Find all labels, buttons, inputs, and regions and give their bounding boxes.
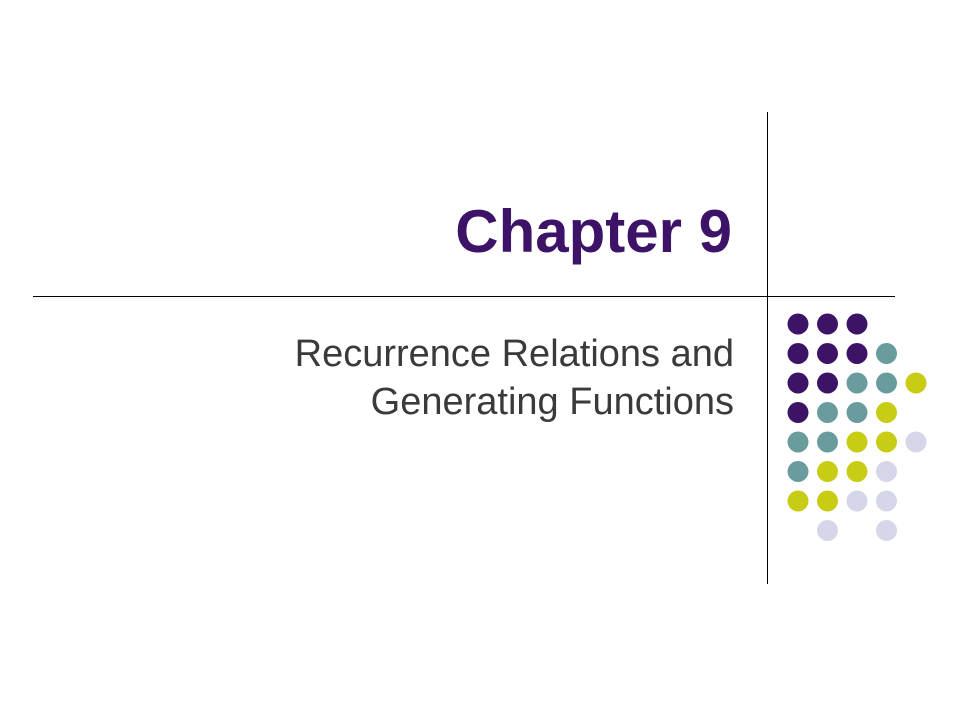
dot-olive	[876, 431, 897, 453]
slide-subtitle: Recurrence Relations and Generating Func…	[295, 330, 734, 426]
subtitle-line-1: Recurrence Relations and	[294, 333, 734, 375]
dot-purple	[787, 343, 809, 364]
dot-olive	[817, 461, 838, 482]
vertical-rule	[767, 112, 768, 584]
dot-lavender	[876, 461, 897, 482]
dot-teal	[876, 372, 897, 394]
dot-lavender	[876, 490, 897, 512]
dot-teal	[846, 402, 868, 423]
dot-olive	[846, 461, 868, 482]
dot-lavender	[817, 520, 838, 541]
dot-purple	[846, 343, 868, 364]
dot-purple	[846, 313, 868, 335]
dot-teal	[787, 461, 809, 482]
dot-olive	[846, 431, 868, 453]
dot-purple	[817, 343, 838, 364]
dot-lavender	[905, 431, 927, 453]
dot-purple	[787, 313, 809, 335]
decorative-dot-grid	[787, 313, 927, 541]
dot-olive	[905, 372, 927, 394]
slide-title: Chapter 9	[455, 198, 732, 265]
dot-olive	[817, 490, 838, 512]
horizontal-rule	[33, 296, 895, 297]
dot-purple	[787, 372, 809, 394]
dot-purple	[817, 372, 838, 394]
dot-teal	[876, 343, 897, 364]
dot-olive	[787, 490, 809, 512]
dot-teal	[817, 431, 838, 453]
subtitle-line-2: Generating Functions	[370, 381, 734, 423]
dot-lavender	[876, 520, 897, 541]
dot-olive	[876, 402, 897, 423]
dot-purple	[787, 402, 809, 423]
dot-teal	[787, 431, 809, 453]
dot-teal	[846, 372, 868, 394]
dot-purple	[817, 313, 838, 335]
dot-lavender	[846, 490, 868, 512]
dot-teal	[817, 402, 838, 423]
